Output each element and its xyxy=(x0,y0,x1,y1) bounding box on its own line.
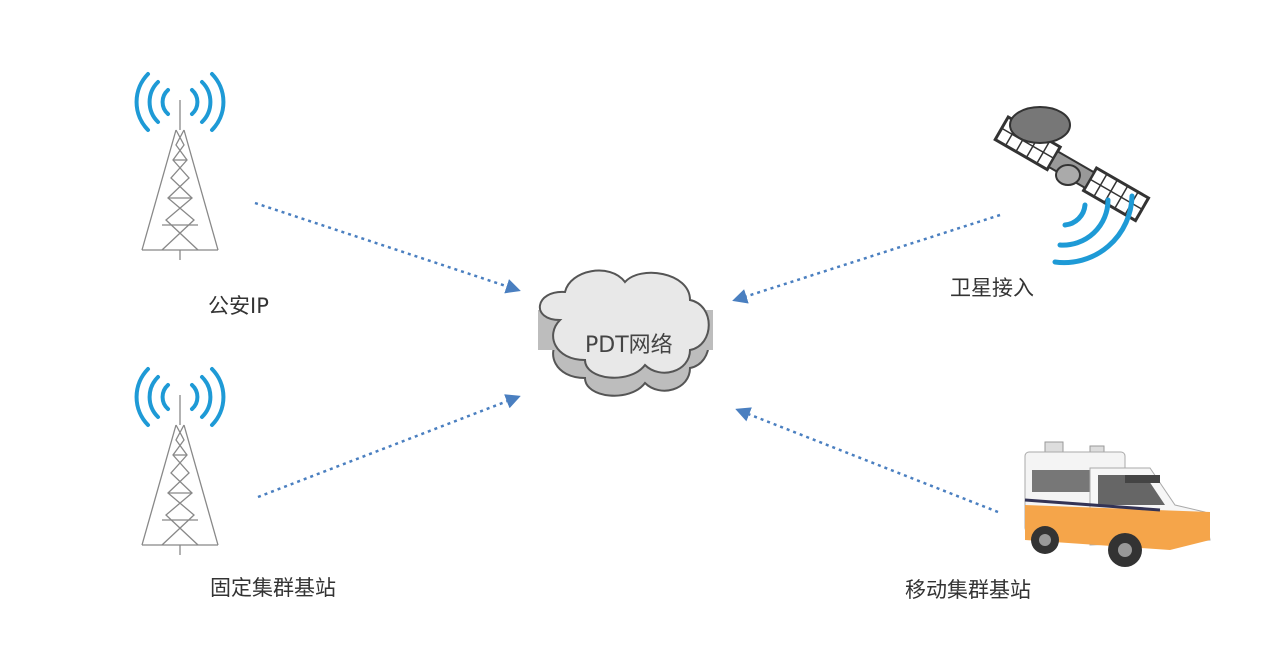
vehicle-icon xyxy=(1024,441,1211,567)
radio-tower-icon xyxy=(134,367,226,557)
arrow-satellite xyxy=(732,213,1001,304)
node-label-fixed-trunk: 固定集群基站 xyxy=(210,576,336,600)
node-label-satellite: 卫星接入 xyxy=(950,276,1034,300)
arrow-fixed-trunk xyxy=(257,394,521,499)
cloud-icon xyxy=(538,269,713,397)
center-label: PDT网络 xyxy=(585,333,673,358)
arrow-police-ip xyxy=(254,201,521,294)
radio-tower-icon xyxy=(134,72,226,262)
node-label-mobile-trunk: 移动集群基站 xyxy=(905,578,1031,602)
node-label-police-ip: 公安IP xyxy=(208,294,269,318)
arrow-mobile-trunk xyxy=(735,407,999,514)
satellite-icon xyxy=(993,106,1151,266)
